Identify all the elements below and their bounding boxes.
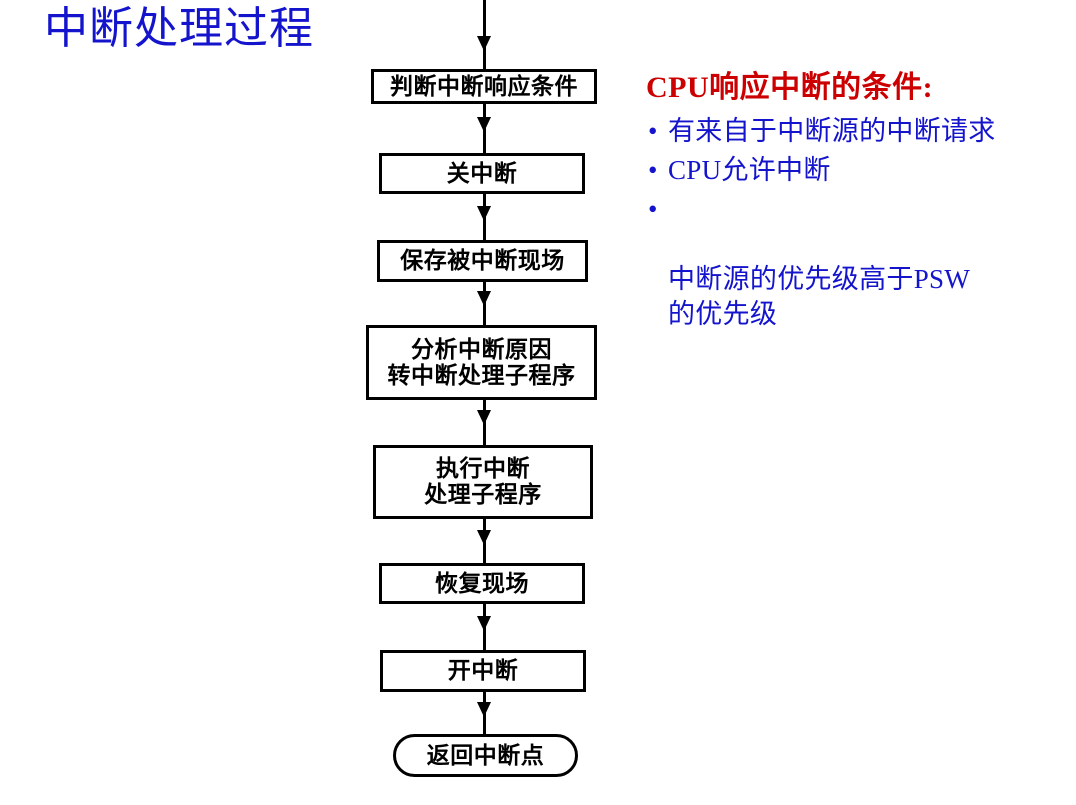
bullet-icon: • (648, 155, 658, 186)
notes-heading: CPU响应中断的条件: (646, 71, 934, 104)
flow-arrowhead-entry (477, 36, 491, 51)
note-item-2-label: CPU允许中断 (668, 155, 831, 186)
notes-panel: CPU响应中断的条件: • 有来自于中断源的中断请求 • CPU允许中断 • 中… (646, 62, 1064, 337)
flow-node-judge-condition[interactable]: 判断中断响应条件 (371, 69, 597, 104)
flow-node-enable-interrupt[interactable]: 开中断 (380, 650, 586, 692)
flow-node-restore-context[interactable]: 恢复现场 (379, 563, 585, 604)
note-item-3-label: 中断源的优先级高于PSW 的优先级 (668, 264, 971, 330)
flow-arrowhead-7-8 (477, 702, 491, 717)
flow-connector-entry (483, 0, 486, 69)
note-item-2: • CPU允许中断 (646, 153, 1064, 188)
flow-node-execute-isr[interactable]: 执行中断 处理子程序 (373, 445, 593, 519)
flow-arrowhead-2-3 (477, 206, 491, 221)
note-item-3: • 中断源的优先级高于PSW 的优先级 (646, 192, 1064, 332)
bullet-icon: • (648, 116, 658, 146)
flow-arrowhead-5-6 (477, 530, 491, 545)
flow-arrowhead-4-5 (477, 410, 491, 425)
page-title: 中断处理过程 (44, 4, 314, 53)
note-item-1: • 有来自于中断源的中断请求 (646, 114, 1064, 149)
flow-node-disable-interrupt[interactable]: 关中断 (379, 153, 585, 194)
flow-arrowhead-3-4 (477, 291, 491, 306)
flow-node-save-context[interactable]: 保存被中断现场 (377, 240, 588, 282)
note-item-1-label: 有来自于中断源的中断请求 (668, 116, 996, 146)
flow-node-return-to-breakpoint[interactable]: 返回中断点 (393, 734, 578, 777)
flowchart-diagram: 判断中断响应条件 关中断 保存被中断现场 分析中断原因 转中断处理子程序 执行中… (366, 0, 597, 777)
flow-node-analyze-cause[interactable]: 分析中断原因 转中断处理子程序 (366, 325, 597, 400)
bullet-icon: • (648, 194, 658, 225)
flow-arrowhead-1-2 (477, 117, 491, 132)
flow-arrowhead-6-7 (477, 616, 491, 631)
